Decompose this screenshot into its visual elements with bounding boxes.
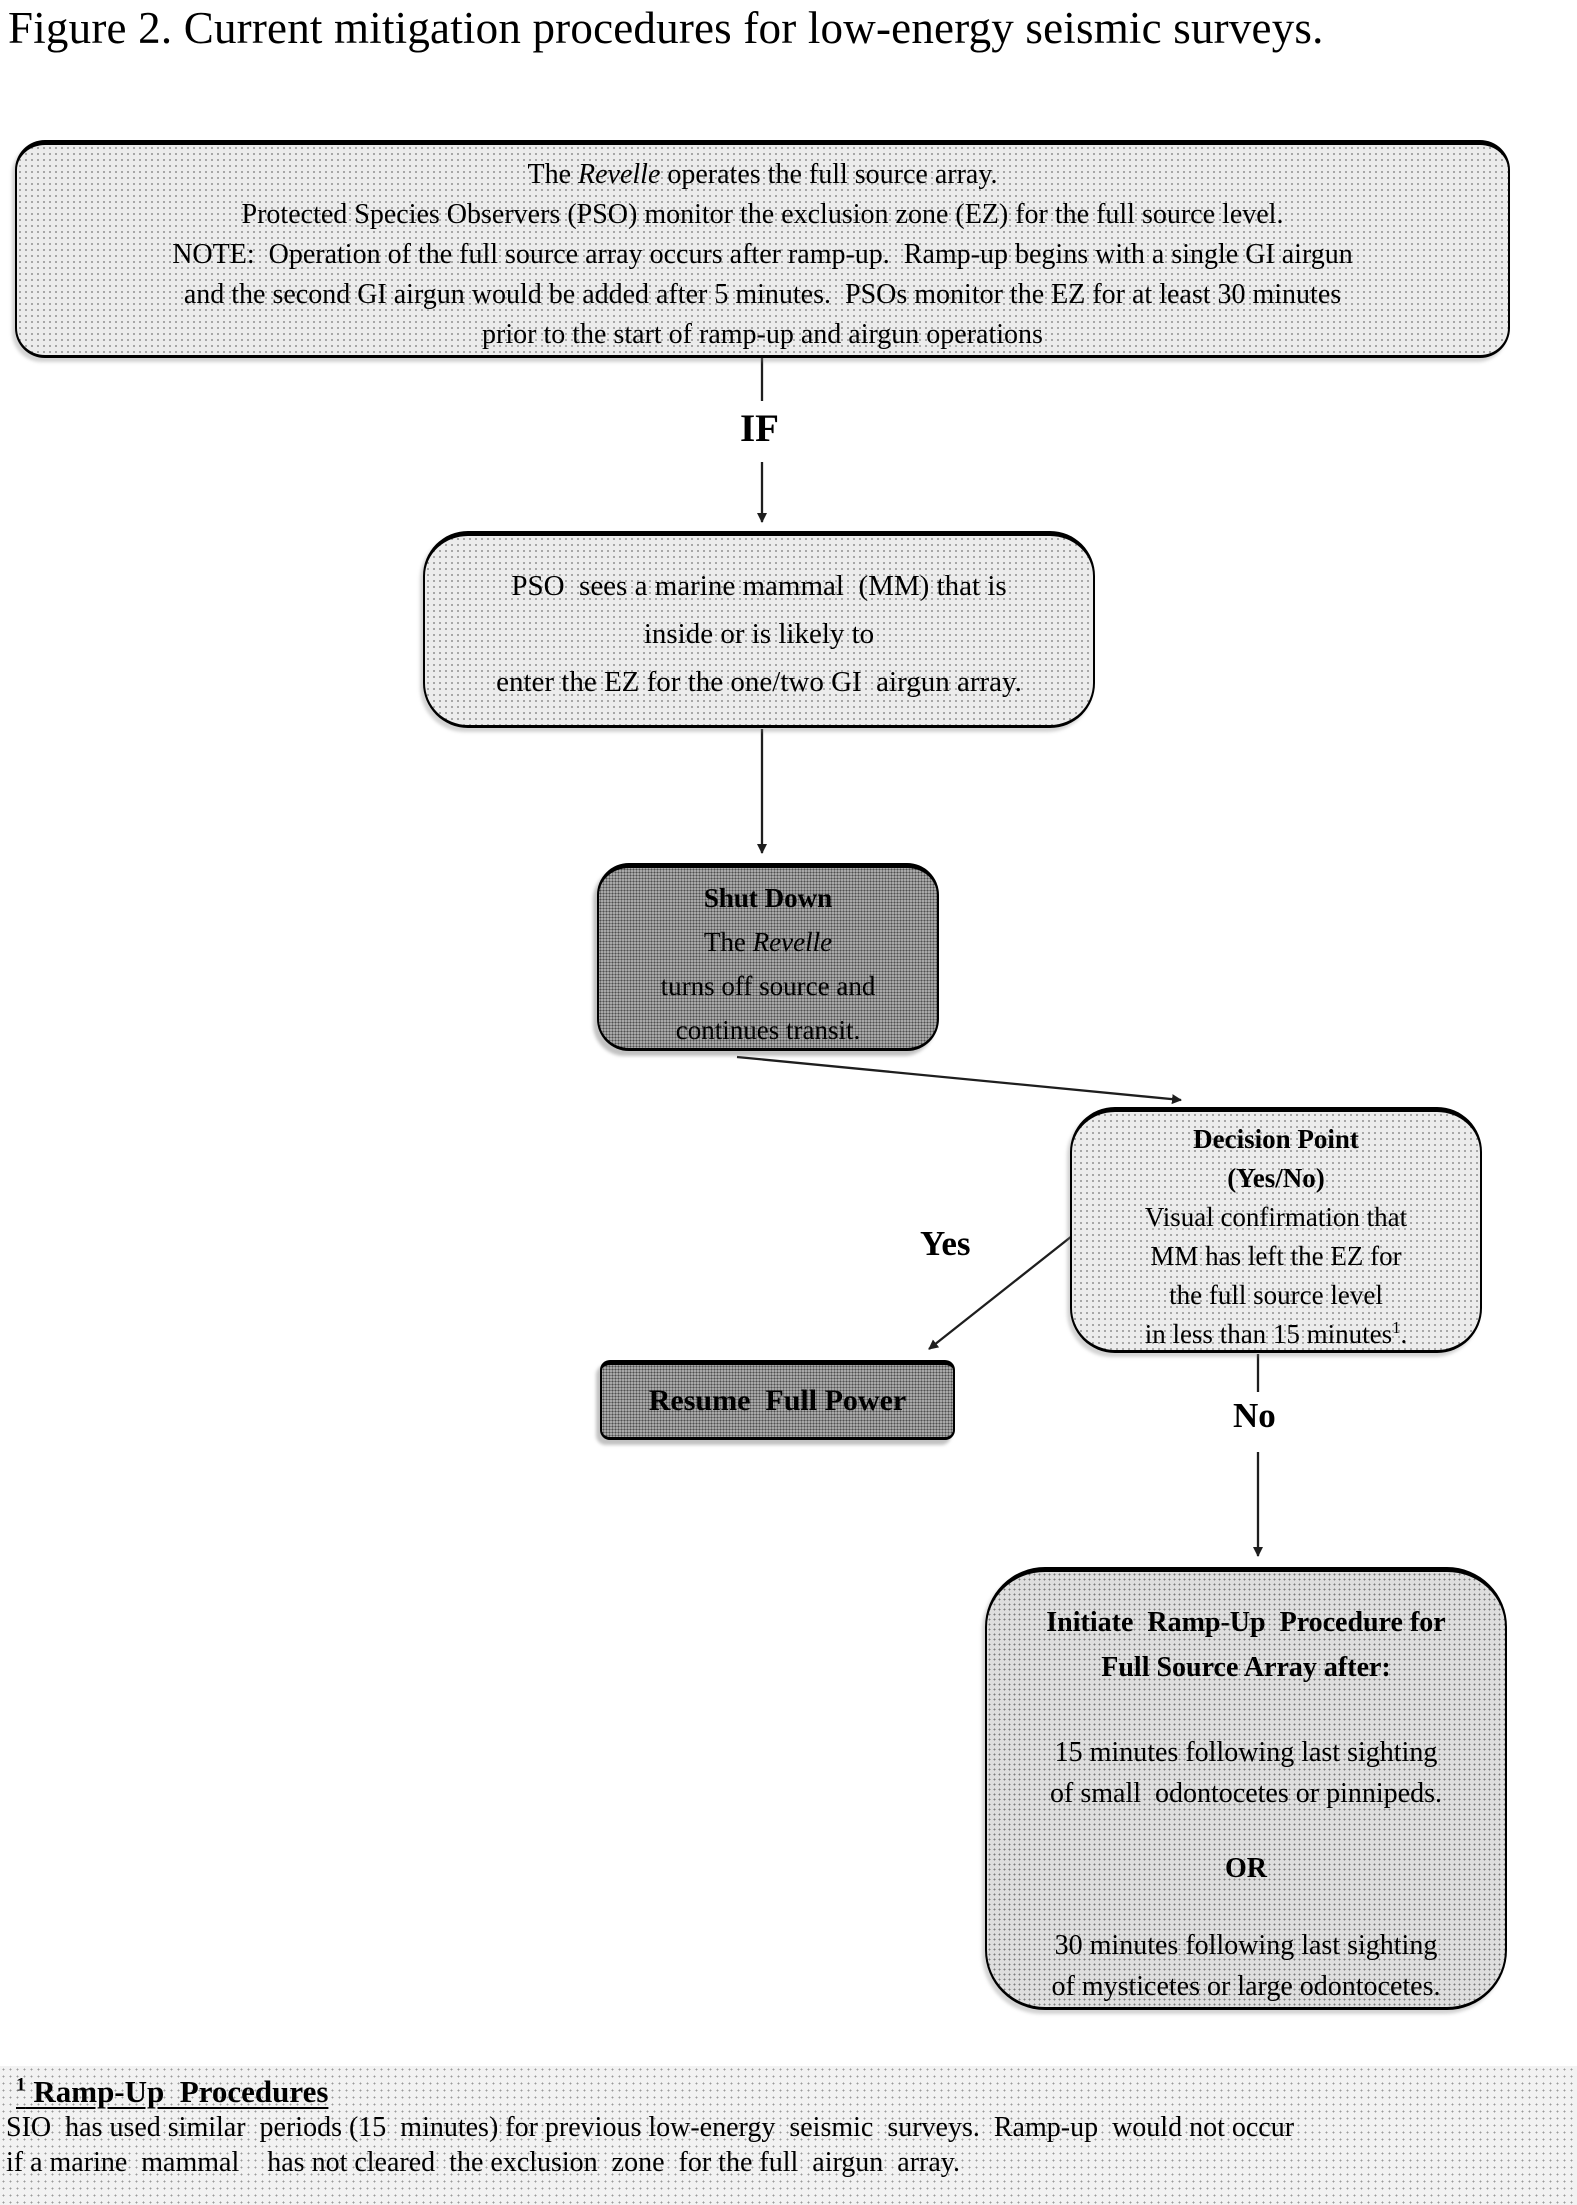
shut-down-line-4: continues transit. xyxy=(675,1015,861,1045)
decision-line-5: the full source level xyxy=(1169,1280,1383,1310)
initiate-ramp-up-box: Initiate Ramp-Up Procedure for Full Sour… xyxy=(985,1567,1507,2010)
decision-line-6: in less than 15 minutes1. xyxy=(1144,1318,1408,1349)
footnote-band: 1 Ramp-Up Procedures SIO has used simila… xyxy=(0,2066,1577,2205)
top-box-line-5: prior to the start of ramp-up and airgun… xyxy=(482,319,1043,350)
resume-full-power-box: Resume Full Power xyxy=(600,1360,955,1440)
shut-down-box: Shut Down The Revelle turns off source a… xyxy=(597,863,939,1051)
footnote-marker: 1 xyxy=(1392,1318,1401,1337)
vessel-name-italic: Revelle xyxy=(578,159,661,190)
top-box-line-4: and the second GI airgun would be added … xyxy=(183,279,1342,310)
top-box-line-1: The Revelle operates the full source arr… xyxy=(527,159,998,190)
shut-down-title: Shut Down xyxy=(703,883,833,913)
figure-caption: Figure 2. Current mitigation procedures … xyxy=(8,3,1324,53)
arrow-shutdown-to-decision xyxy=(736,1055,1182,1105)
footnote-marker: 1 xyxy=(16,2074,26,2096)
pso-box-line-1: PSO sees a marine mammal (MM) that is xyxy=(511,570,1007,602)
top-box-line-3: NOTE: Operation of the full source array… xyxy=(172,239,1353,270)
pso-box-line-3: enter the EZ for the one/two GI airgun a… xyxy=(496,666,1022,698)
initiate-option-30min: 30 minutes following last sighting of my… xyxy=(1051,1930,1441,2002)
full-source-operations-box: The Revelle operates the full source arr… xyxy=(15,140,1510,358)
or-label: OR xyxy=(1225,1853,1267,1884)
footnote-line-1: SIO has used similar periods (15 minutes… xyxy=(6,2112,1295,2143)
footnote-heading: 1 Ramp-Up Procedures xyxy=(16,2074,329,2109)
resume-label: Resume Full Power xyxy=(648,1384,907,1417)
initiate-title: Initiate Ramp-Up Procedure for Full Sour… xyxy=(987,1600,1505,1690)
initiate-title-line-2: Full Source Array after: xyxy=(1101,1652,1391,1683)
decision-line-3: Visual confirmation that xyxy=(1144,1202,1408,1232)
decision-line-4: MM has left the EZ for xyxy=(1150,1241,1402,1271)
initiate-title-line-1: Initiate Ramp-Up Procedure for xyxy=(1046,1607,1446,1638)
shut-down-line-2: The Revelle xyxy=(703,927,833,957)
footnote-line-2: if a marine mammal has not cleared the e… xyxy=(6,2147,960,2178)
top-box-line-2: Protected Species Observers (PSO) monito… xyxy=(241,199,1284,230)
pso-sighting-box: PSO sees a marine mammal (MM) that is in… xyxy=(423,531,1095,728)
pso-box-line-2: inside or is likely to xyxy=(643,618,875,650)
no-label: No xyxy=(1233,1396,1276,1435)
shut-down-line-3: turns off source and xyxy=(660,971,876,1001)
vessel-name-italic: Revelle xyxy=(752,927,833,957)
decision-title-2: (Yes/No) xyxy=(1227,1163,1325,1193)
yes-label: Yes xyxy=(920,1224,971,1263)
initiate-option-15min: 15 minutes following last sighting of sm… xyxy=(1050,1737,1442,1809)
if-label: IF xyxy=(740,407,779,450)
decision-title-1: Decision Point xyxy=(1193,1124,1359,1154)
decision-point-box: Decision Point (Yes/No) Visual confirmat… xyxy=(1070,1107,1482,1353)
